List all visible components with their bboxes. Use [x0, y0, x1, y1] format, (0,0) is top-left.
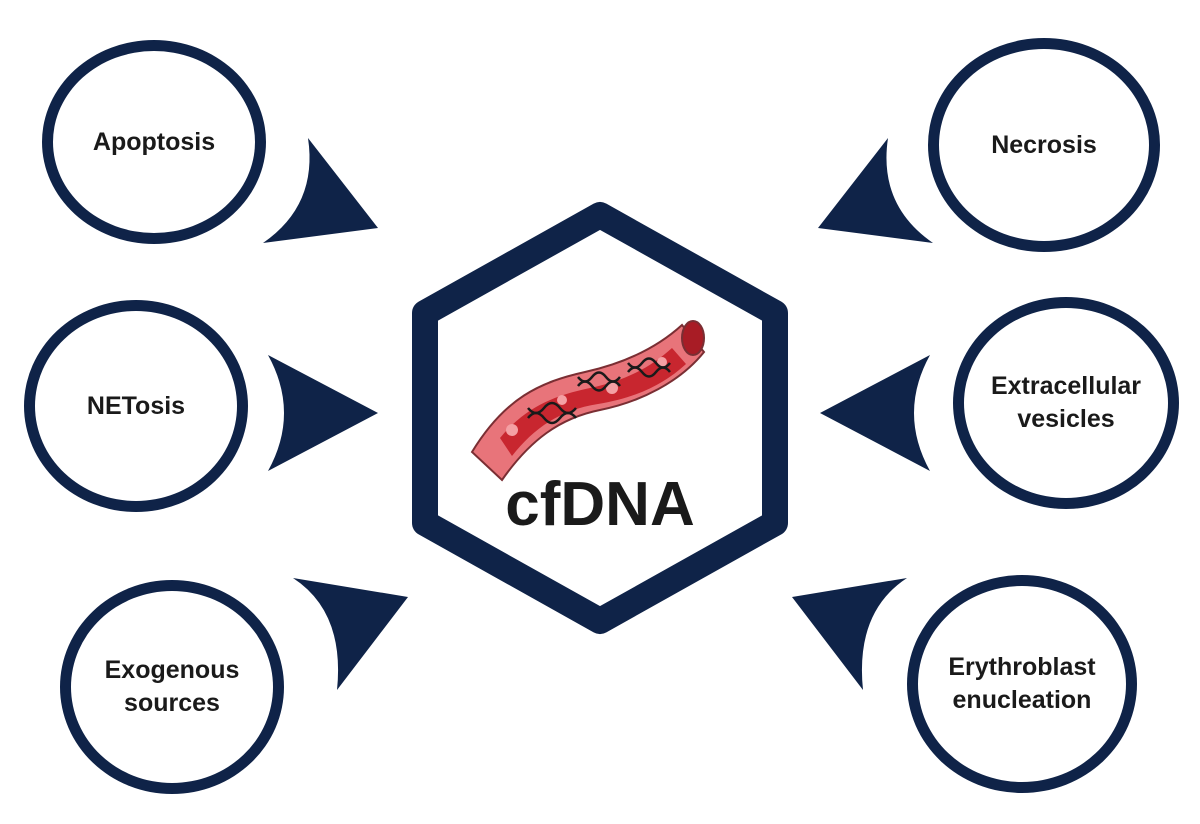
- arrow-erythroblast: [792, 578, 907, 690]
- center-label-cfdna: cfDNA: [505, 470, 695, 539]
- blood-cell: [606, 382, 618, 394]
- arrow-necrosis: [818, 138, 933, 243]
- source-label-netosis: NETosis: [86, 391, 186, 420]
- arrow-exogenous: [293, 578, 408, 690]
- center-hexagon: [412, 202, 788, 634]
- blood-cell: [506, 424, 518, 436]
- source-label-extracellular-vesicles: Extracellular vesicles: [990, 372, 1142, 433]
- dna-helix-icon: [577, 371, 621, 392]
- source-circle-exogenous-sources: Exogenous sources: [60, 580, 284, 794]
- source-circle-netosis: NETosis: [24, 300, 248, 512]
- source-label-erythroblast-enucleation: Erythroblast enucleation: [948, 653, 1096, 714]
- dna-helix-icon: [627, 357, 671, 378]
- source-label-exogenous-sources: Exogenous sources: [104, 656, 240, 717]
- dna-helix-icon: [527, 401, 577, 425]
- source-circle-erythroblast-enucleation: Erythroblast enucleation: [907, 575, 1137, 793]
- blood-vessel-icon: [470, 320, 706, 482]
- source-circle-necrosis: Necrosis: [928, 38, 1160, 252]
- blood-cell: [657, 357, 667, 367]
- arrow-apoptosis: [263, 138, 378, 243]
- source-circle-extracellular-vesicles: Extracellular vesicles: [953, 297, 1179, 509]
- source-label-necrosis: Necrosis: [991, 130, 1097, 159]
- source-label-apoptosis: Apoptosis: [92, 127, 216, 156]
- arrow-extracellular-vesicles: [820, 355, 930, 471]
- source-circle-apoptosis: Apoptosis: [42, 40, 266, 244]
- blood-cell: [557, 395, 567, 405]
- arrow-netosis: [268, 355, 378, 471]
